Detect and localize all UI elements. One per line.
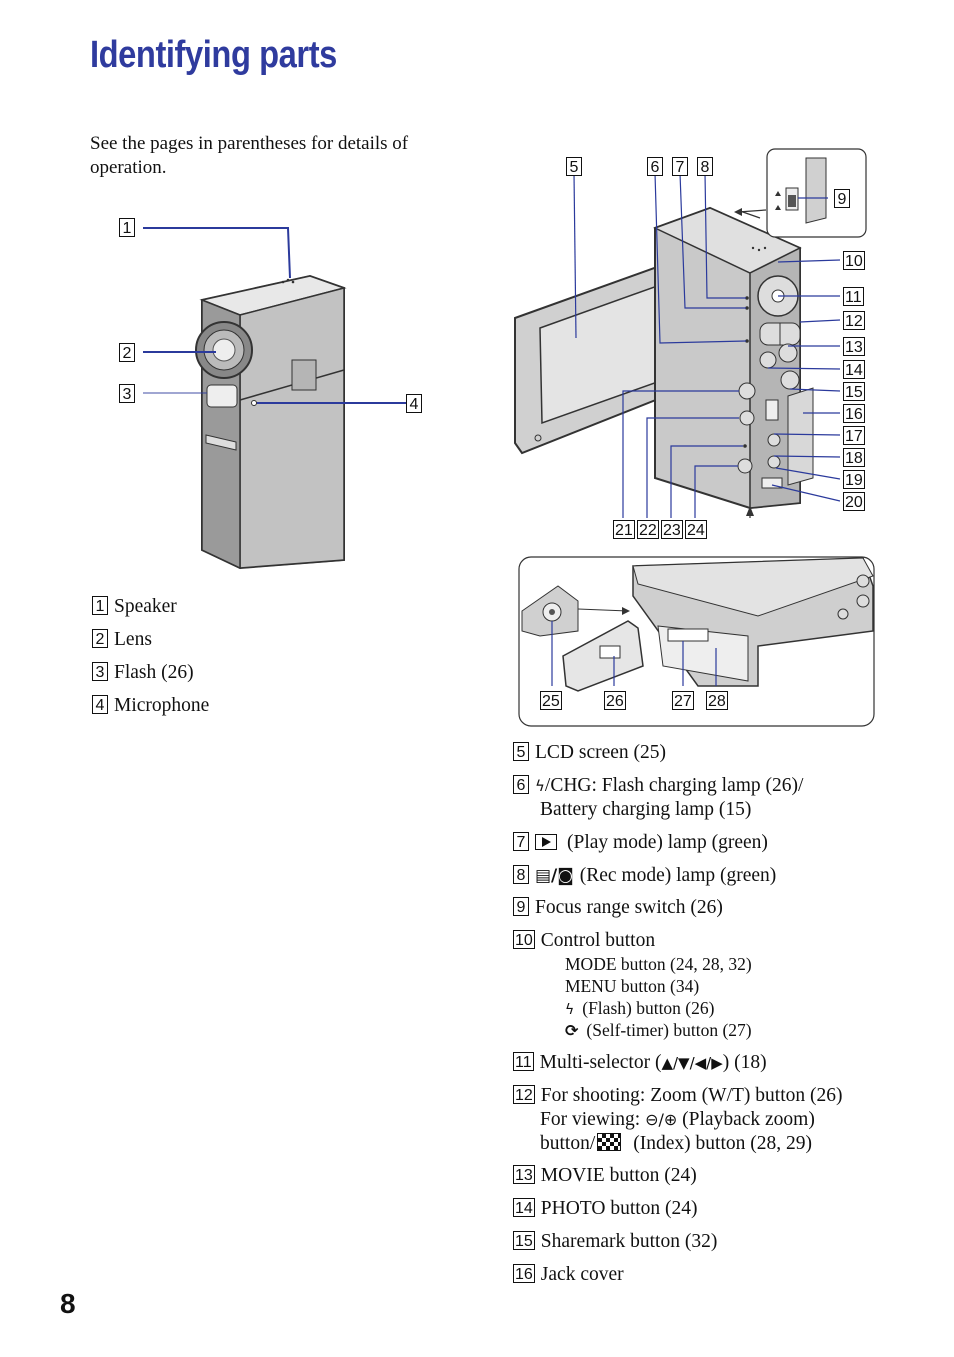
callout-13: 13	[843, 337, 865, 356]
direction-arrows: ▲/▼/◀/▶	[661, 1054, 723, 1072]
callout-21: 21	[613, 520, 635, 539]
intro-text: See the pages in parentheses for details…	[90, 133, 409, 178]
front-view-illustration	[143, 227, 407, 570]
bottom-view-inset	[518, 556, 875, 727]
sub-item: MENU button (34)	[565, 976, 700, 996]
inset-arrow	[734, 208, 767, 216]
callout-26: 26	[604, 691, 626, 710]
callout-8: 8	[697, 157, 713, 176]
page-title: Identifying parts	[90, 34, 337, 76]
callout-23: 23	[661, 520, 683, 539]
callout-27: 27	[672, 691, 694, 710]
sub-item: MODE button (24, 28, 32)	[565, 954, 752, 974]
callout-19: 19	[843, 470, 865, 489]
legend-item: 8▤/◙(Rec mode) lamp (green)	[513, 865, 776, 887]
flash-icon: ϟ	[565, 1002, 575, 1018]
callout-28: 28	[706, 691, 728, 710]
callout-17: 17	[843, 426, 865, 445]
back-view-illustration	[514, 172, 841, 518]
callout-15: 15	[843, 382, 865, 401]
callout-16: 16	[843, 404, 865, 423]
page-number: 8	[60, 1288, 76, 1319]
focus-switch-inset	[766, 148, 867, 238]
legend-item-continued: button/(Index) button (28, 29)	[540, 1133, 812, 1154]
callout-11: 11	[843, 287, 864, 306]
self-timer-icon: ⟳	[565, 1021, 579, 1040]
callout-10: 10	[843, 251, 865, 270]
callout-1: 1	[119, 218, 135, 237]
callout-5: 5	[566, 157, 582, 176]
callout-20: 20	[843, 492, 865, 511]
zoom-out-in-icon: ⊖/⊕	[645, 1110, 678, 1129]
callout-2: 2	[119, 343, 135, 362]
callout-9: 9	[834, 189, 850, 208]
flash-icon: ϟ	[535, 777, 545, 795]
callout-7: 7	[672, 157, 688, 176]
callout-4: 4	[406, 394, 422, 413]
callout-6: 6	[647, 157, 663, 176]
callout-25: 25	[540, 691, 562, 710]
callout-22: 22	[637, 520, 659, 539]
movie-camera-icon: ▤/◙	[535, 866, 574, 886]
play-mode-icon	[535, 834, 557, 850]
callout-14: 14	[843, 360, 865, 379]
callout-12: 12	[843, 311, 865, 330]
sub-item: ⟳(Self-timer) button (27)	[565, 1020, 752, 1040]
sub-item: ϟ(Flash) button (26)	[565, 998, 715, 1018]
legend-item-continued: For viewing: ⊖/⊕ (Playback zoom)	[540, 1109, 815, 1130]
callout-18: 18	[843, 448, 865, 467]
callout-24: 24	[685, 520, 707, 539]
index-icon	[597, 1133, 622, 1151]
legend-item: 7(Play mode) lamp (green)	[513, 832, 768, 854]
callout-3: 3	[119, 384, 135, 403]
legend-item-continued: Battery charging lamp (15)	[540, 799, 752, 820]
